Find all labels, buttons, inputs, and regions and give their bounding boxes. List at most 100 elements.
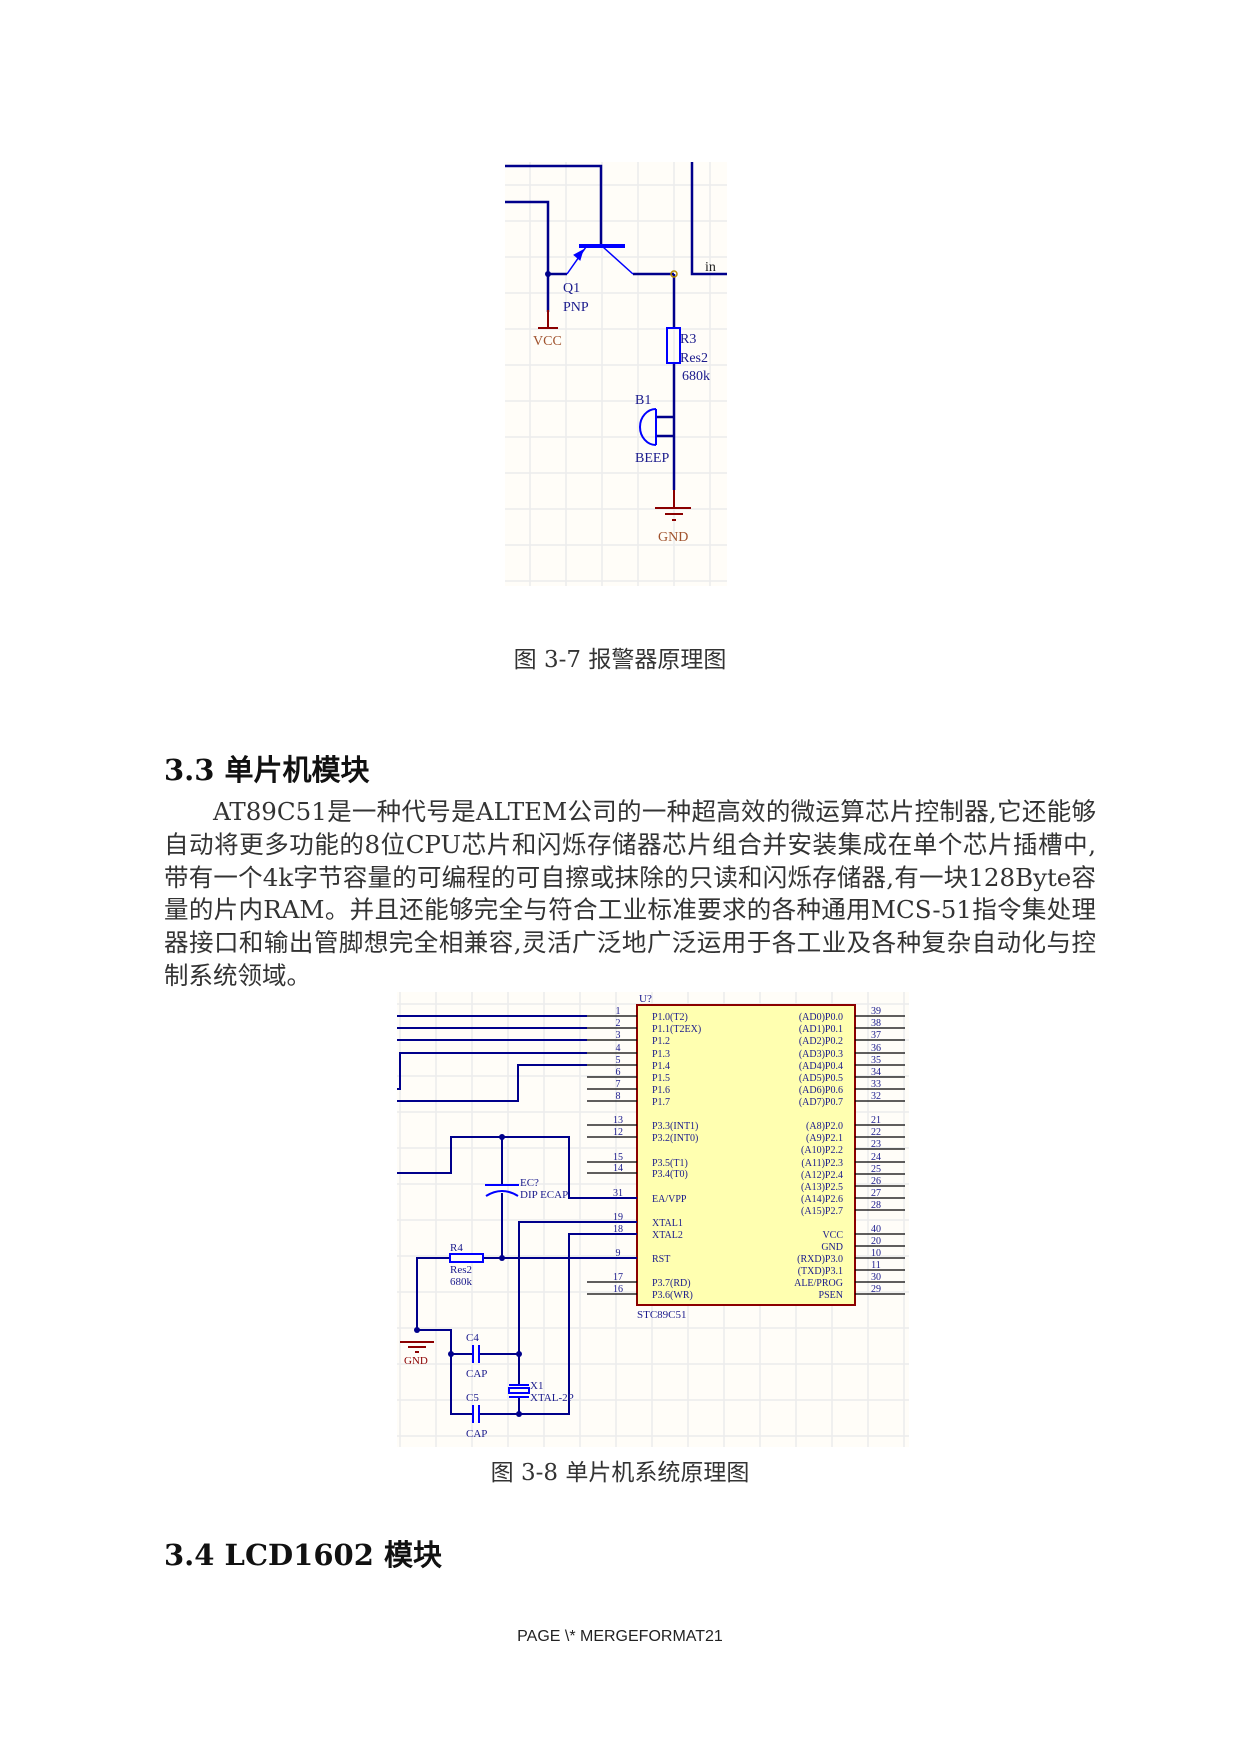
- pin-number: 6: [616, 1067, 621, 1078]
- pin-name: (A13)P2.5: [801, 1182, 843, 1193]
- pin-name: P3.6(WR): [652, 1290, 693, 1301]
- pin-number: 29: [871, 1284, 881, 1295]
- label-x1: X1: [530, 1380, 543, 1392]
- pin-number: 20: [871, 1236, 881, 1247]
- pin-name: P1.0(T2): [652, 1012, 688, 1023]
- gnd-symbol: [400, 1341, 434, 1353]
- figure-3-8-caption: 图 3-8 单片机系统原理图: [490, 1460, 750, 1486]
- pin-number: 10: [871, 1248, 881, 1259]
- pin-name: P1.7: [652, 1097, 670, 1108]
- pin-name: (AD2)P0.2: [799, 1036, 843, 1047]
- label-c5: C5: [466, 1392, 479, 1404]
- pin-name: (A14)P2.6: [801, 1194, 843, 1205]
- pin-number: 7: [616, 1079, 621, 1090]
- pin-name: P3.2(INT0): [652, 1133, 698, 1144]
- pin-name: P1.6: [652, 1085, 670, 1096]
- pin-number: 26: [871, 1176, 881, 1187]
- pin-number: 8: [616, 1091, 621, 1102]
- pin-number: 35: [871, 1055, 881, 1066]
- label-b1: B1: [635, 393, 651, 408]
- label-ec7: EC?: [520, 1177, 539, 1189]
- alarm-schematic: Q1 PNP VCC R3 Res2 680k B1 BEEP GND in: [505, 162, 727, 586]
- pin-number: 28: [871, 1200, 881, 1211]
- pin-number: 39: [871, 1006, 881, 1017]
- pin-name: (A10)P2.2: [801, 1145, 843, 1156]
- pin-number: 27: [871, 1188, 881, 1199]
- label-r3: R3: [680, 332, 696, 347]
- buzzer-b1: [639, 408, 657, 446]
- pin-name: P1.2: [652, 1036, 670, 1047]
- figure-3-7-caption: 图 3-7 报警器原理图: [513, 647, 727, 673]
- pin-name: (A9)P2.1: [806, 1133, 843, 1144]
- pin-name: P1.4: [652, 1061, 670, 1072]
- resistor-r4: [449, 1253, 484, 1263]
- pin-name: P3.3(INT1): [652, 1121, 698, 1132]
- label-res2: Res2: [680, 351, 708, 366]
- pin-number: 16: [613, 1284, 623, 1295]
- pin-number: 32: [871, 1091, 881, 1102]
- label-r4-type: Res2: [450, 1264, 472, 1276]
- gnd-symbol: [655, 490, 691, 521]
- label-680k: 680k: [682, 369, 710, 384]
- pin-number: 18: [613, 1224, 623, 1235]
- capacitor-c4: [472, 1345, 480, 1363]
- pin-name: ALE/PROG: [794, 1278, 843, 1289]
- section-3-3-heading: 3.3 单片机模块: [164, 753, 370, 787]
- pin-number: 22: [871, 1127, 881, 1138]
- pin-number: 4: [616, 1043, 621, 1054]
- pin-number: 23: [871, 1139, 881, 1150]
- pin-name: (RXD)P3.0: [797, 1254, 843, 1265]
- pin-number: 36: [871, 1043, 881, 1054]
- pin-number: 38: [871, 1018, 881, 1029]
- pin-name: (TXD)P3.1: [798, 1266, 843, 1277]
- pin-name: (AD1)P0.1: [799, 1024, 843, 1035]
- pin-number: 34: [871, 1067, 881, 1078]
- label-ec7-type: DIP ECAP: [520, 1189, 568, 1201]
- pin-name: P1.5: [652, 1073, 670, 1084]
- label-x1-type: XTAL-2P: [530, 1392, 574, 1404]
- label-c5-type: CAP: [466, 1428, 487, 1440]
- pin-name: XTAL1: [652, 1218, 683, 1229]
- label-r4-value: 680k: [450, 1276, 473, 1288]
- pin-name: (A11)P2.3: [801, 1158, 843, 1169]
- pin-number: 40: [871, 1224, 881, 1235]
- pin-number: 33: [871, 1079, 881, 1090]
- pin-number: 11: [871, 1260, 881, 1271]
- pin-number: 37: [871, 1030, 881, 1041]
- capacitor-c5: [472, 1405, 480, 1423]
- label-vcc: VCC: [533, 334, 562, 349]
- chip-designator: U?: [639, 993, 652, 1005]
- label-q1: Q1: [563, 281, 580, 296]
- transistor-q1: [566, 244, 634, 275]
- label-gnd: GND: [658, 530, 688, 545]
- wire-in: [690, 162, 727, 276]
- pin-number: 9: [616, 1248, 621, 1259]
- pin-number: 3: [616, 1030, 621, 1041]
- pin-name: EA/VPP: [652, 1194, 687, 1205]
- pin-name: (AD6)P0.6: [799, 1085, 843, 1096]
- section-3-4-heading: 3.4 LCD1602 模块: [164, 1538, 442, 1572]
- chip-part: STC89C51: [637, 1309, 687, 1321]
- pin-name: (AD0)P0.0: [799, 1012, 843, 1023]
- pin-name: (AD7)P0.7: [799, 1097, 843, 1108]
- pin-name: P1.1(T2EX): [652, 1024, 701, 1035]
- pin-name: VCC: [822, 1230, 843, 1241]
- mcu-schematic: 1P1.0(T2)2P1.1(T2EX)3P1.24P1.35P1.46P1.5…: [397, 992, 909, 1447]
- page-footer: PAGE \* MERGEFORMAT21: [517, 1628, 723, 1645]
- pin-number: 24: [871, 1152, 881, 1163]
- pin-name: (A15)P2.7: [801, 1206, 843, 1217]
- pin-name: (A12)P2.4: [801, 1170, 843, 1181]
- label-beep: BEEP: [635, 451, 669, 466]
- wire: [505, 164, 603, 245]
- pin-number: 25: [871, 1164, 881, 1175]
- pin-name: (AD5)P0.5: [799, 1073, 843, 1084]
- label-gnd: GND: [404, 1355, 428, 1367]
- pin-number: 21: [871, 1115, 881, 1126]
- pin-name: P3.7(RD): [652, 1278, 691, 1289]
- pin-number: 14: [613, 1163, 623, 1174]
- pin-name: P3.4(T0): [652, 1169, 688, 1180]
- pin-number: 30: [871, 1272, 881, 1283]
- pin-name: (AD4)P0.4: [799, 1061, 843, 1072]
- pin-name: GND: [821, 1242, 843, 1253]
- pin-number: 13: [613, 1115, 623, 1126]
